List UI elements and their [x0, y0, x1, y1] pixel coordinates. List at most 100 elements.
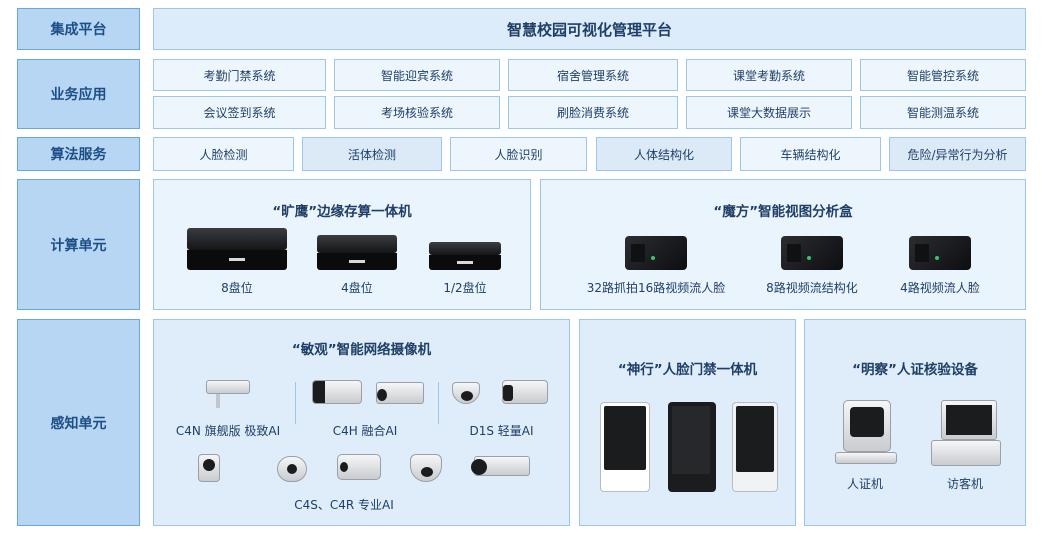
nvr-4bay-front [317, 253, 397, 270]
business-app: 考场核验系统 [334, 96, 500, 129]
camera-c4n-image [206, 380, 250, 394]
row-label-integration: 集成平台 [17, 8, 140, 50]
access-terminal-black-image [668, 402, 716, 492]
row-label-text: 感知单元 [50, 415, 107, 432]
business-app-label: 智能管控系统 [906, 68, 979, 83]
business-app-label: 智能测温系统 [906, 106, 979, 120]
device-caption: 8路视频流结构化 [766, 281, 858, 295]
analysis-box-panel: “魔方”智能视图分析盒 32路抓拍16路视频流人脸 8路视频流结构化 4路视频流… [540, 179, 1026, 310]
row-label-sensing: 感知单元 [17, 319, 140, 526]
status-led [807, 256, 811, 260]
edge-compute-panel: “旷鹰”边缘存算一体机 8盘位 4盘位 1/2盘位 [153, 179, 531, 310]
platform-title: 智慧校园可视化管理平台 [153, 8, 1026, 50]
device-caption: 8盘位 [221, 281, 253, 295]
nvr-mini-front [429, 255, 501, 270]
business-app-label: 刷脸消费系统 [556, 106, 629, 120]
visitor-kiosk-base [931, 440, 1001, 466]
business-app-label: 课堂大数据展示 [726, 106, 811, 120]
business-app: 考勤门禁系统 [153, 59, 326, 91]
ai-box-8ch-image [781, 236, 843, 270]
algorithm-label: 活体检测 [347, 147, 396, 162]
analysis-box-title: “魔方”智能视图分析盒 [713, 204, 853, 220]
visitor-kiosk-image [941, 400, 997, 440]
business-app: 智能迎宾系统 [334, 59, 500, 91]
business-app: 刷脸消费系统 [508, 96, 678, 129]
access-terminal-silver-image [732, 402, 778, 492]
status-led [935, 256, 939, 260]
camera-box-image [471, 456, 530, 476]
device-caption: 32路抓拍16路视频流人脸 [586, 281, 726, 295]
business-app-label: 智能迎宾系统 [380, 68, 453, 83]
nvr-mini-image [429, 242, 501, 255]
ai-box-32ch-image [625, 236, 687, 270]
id-verifier-base [835, 452, 897, 464]
access-terminal-white-image [600, 402, 650, 492]
row-label-text: 业务应用 [50, 87, 107, 103]
business-app: 宿舍管理系统 [508, 59, 678, 91]
camera-mount [216, 394, 220, 408]
camera-ptz-dome-image [410, 454, 442, 482]
business-app: 智能管控系统 [860, 59, 1026, 91]
algorithm-label: 人脸识别 [494, 147, 543, 162]
algorithm-label: 人脸检测 [199, 147, 248, 162]
brand-logo [349, 260, 365, 263]
brand-logo [229, 258, 245, 261]
business-app-label: 课堂考勤系统 [732, 68, 805, 83]
algorithm-item: 人脸检测 [153, 137, 294, 171]
camera-group-caption: C4H 融合AI [332, 424, 398, 438]
row-label-algorithm: 算法服务 [17, 137, 140, 171]
id-verification-title: “明察”人证核验设备 [852, 362, 978, 378]
camera-c4h-box-image [376, 382, 424, 404]
device-caption: 4路视频流人脸 [900, 281, 980, 295]
brand-logo [457, 261, 473, 264]
nvr-8bay-image [187, 228, 287, 250]
ai-box-4ch-image [909, 236, 971, 270]
access-terminal-panel: “神行”人脸门禁一体机 [579, 319, 796, 526]
camera-group-caption: D1S 轻量AI [469, 424, 534, 438]
algorithm-item: 人体结构化 [596, 137, 732, 171]
camera-group-caption: C4N 旗舰版 极致AI [175, 424, 281, 438]
device-caption: 访客机 [946, 477, 983, 491]
business-app: 课堂大数据展示 [686, 96, 852, 129]
camera-panel: “敏观”智能网络摄像机 C4N 旗舰版 极致AI C4H 融合AI D1S 轻量… [153, 319, 570, 526]
access-terminal-title: “神行”人脸门禁一体机 [617, 362, 758, 378]
id-verifier-image [843, 400, 891, 452]
status-led [651, 256, 655, 260]
device-caption: 人证机 [846, 477, 883, 491]
nvr-8bay-front [187, 250, 287, 270]
ai-box-port [787, 244, 801, 262]
row-label-compute: 计算单元 [17, 179, 140, 310]
camera-group-caption: C4S、C4R 专业AI [294, 498, 394, 512]
camera-c4r-bullet-image [337, 454, 381, 480]
algorithm-item: 危险/异常行为分析 [889, 137, 1026, 171]
algorithm-item: 活体检测 [302, 137, 442, 171]
camera-c4h-bullet-image [312, 380, 362, 404]
row-label-text: 算法服务 [50, 147, 107, 163]
algorithm-label: 危险/异常行为分析 [907, 147, 1008, 162]
algorithm-item: 人脸识别 [450, 137, 587, 171]
group-divider [295, 382, 296, 424]
edge-compute-title: “旷鹰”边缘存算一体机 [272, 204, 412, 220]
algorithm-label: 人体结构化 [633, 147, 694, 162]
row-label-business: 业务应用 [17, 59, 140, 129]
business-app: 会议签到系统 [153, 96, 326, 129]
nvr-4bay-image [317, 235, 397, 253]
camera-d1s-dome-image [452, 382, 480, 404]
algorithm-item: 车辆结构化 [740, 137, 881, 171]
camera-d1s-bullet-image [502, 380, 548, 404]
id-verification-panel: “明察”人证核验设备 人证机 访客机 [804, 319, 1026, 526]
row-label-text: 集成平台 [50, 22, 107, 38]
business-app-label: 考场核验系统 [380, 106, 453, 120]
device-caption: 4盘位 [341, 281, 373, 295]
group-divider [438, 382, 439, 424]
business-app: 智能测温系统 [860, 96, 1026, 129]
device-caption: 1/2盘位 [443, 281, 487, 295]
row-label-text: 计算单元 [50, 237, 107, 254]
camera-c4s-image [198, 454, 220, 482]
camera-turret-image [277, 456, 307, 482]
business-app-label: 考勤门禁系统 [203, 68, 276, 83]
business-app: 课堂考勤系统 [686, 59, 852, 91]
camera-title: “敏观”智能网络摄像机 [291, 342, 432, 358]
ai-box-port [631, 244, 645, 262]
platform-title-text: 智慧校园可视化管理平台 [506, 20, 672, 39]
